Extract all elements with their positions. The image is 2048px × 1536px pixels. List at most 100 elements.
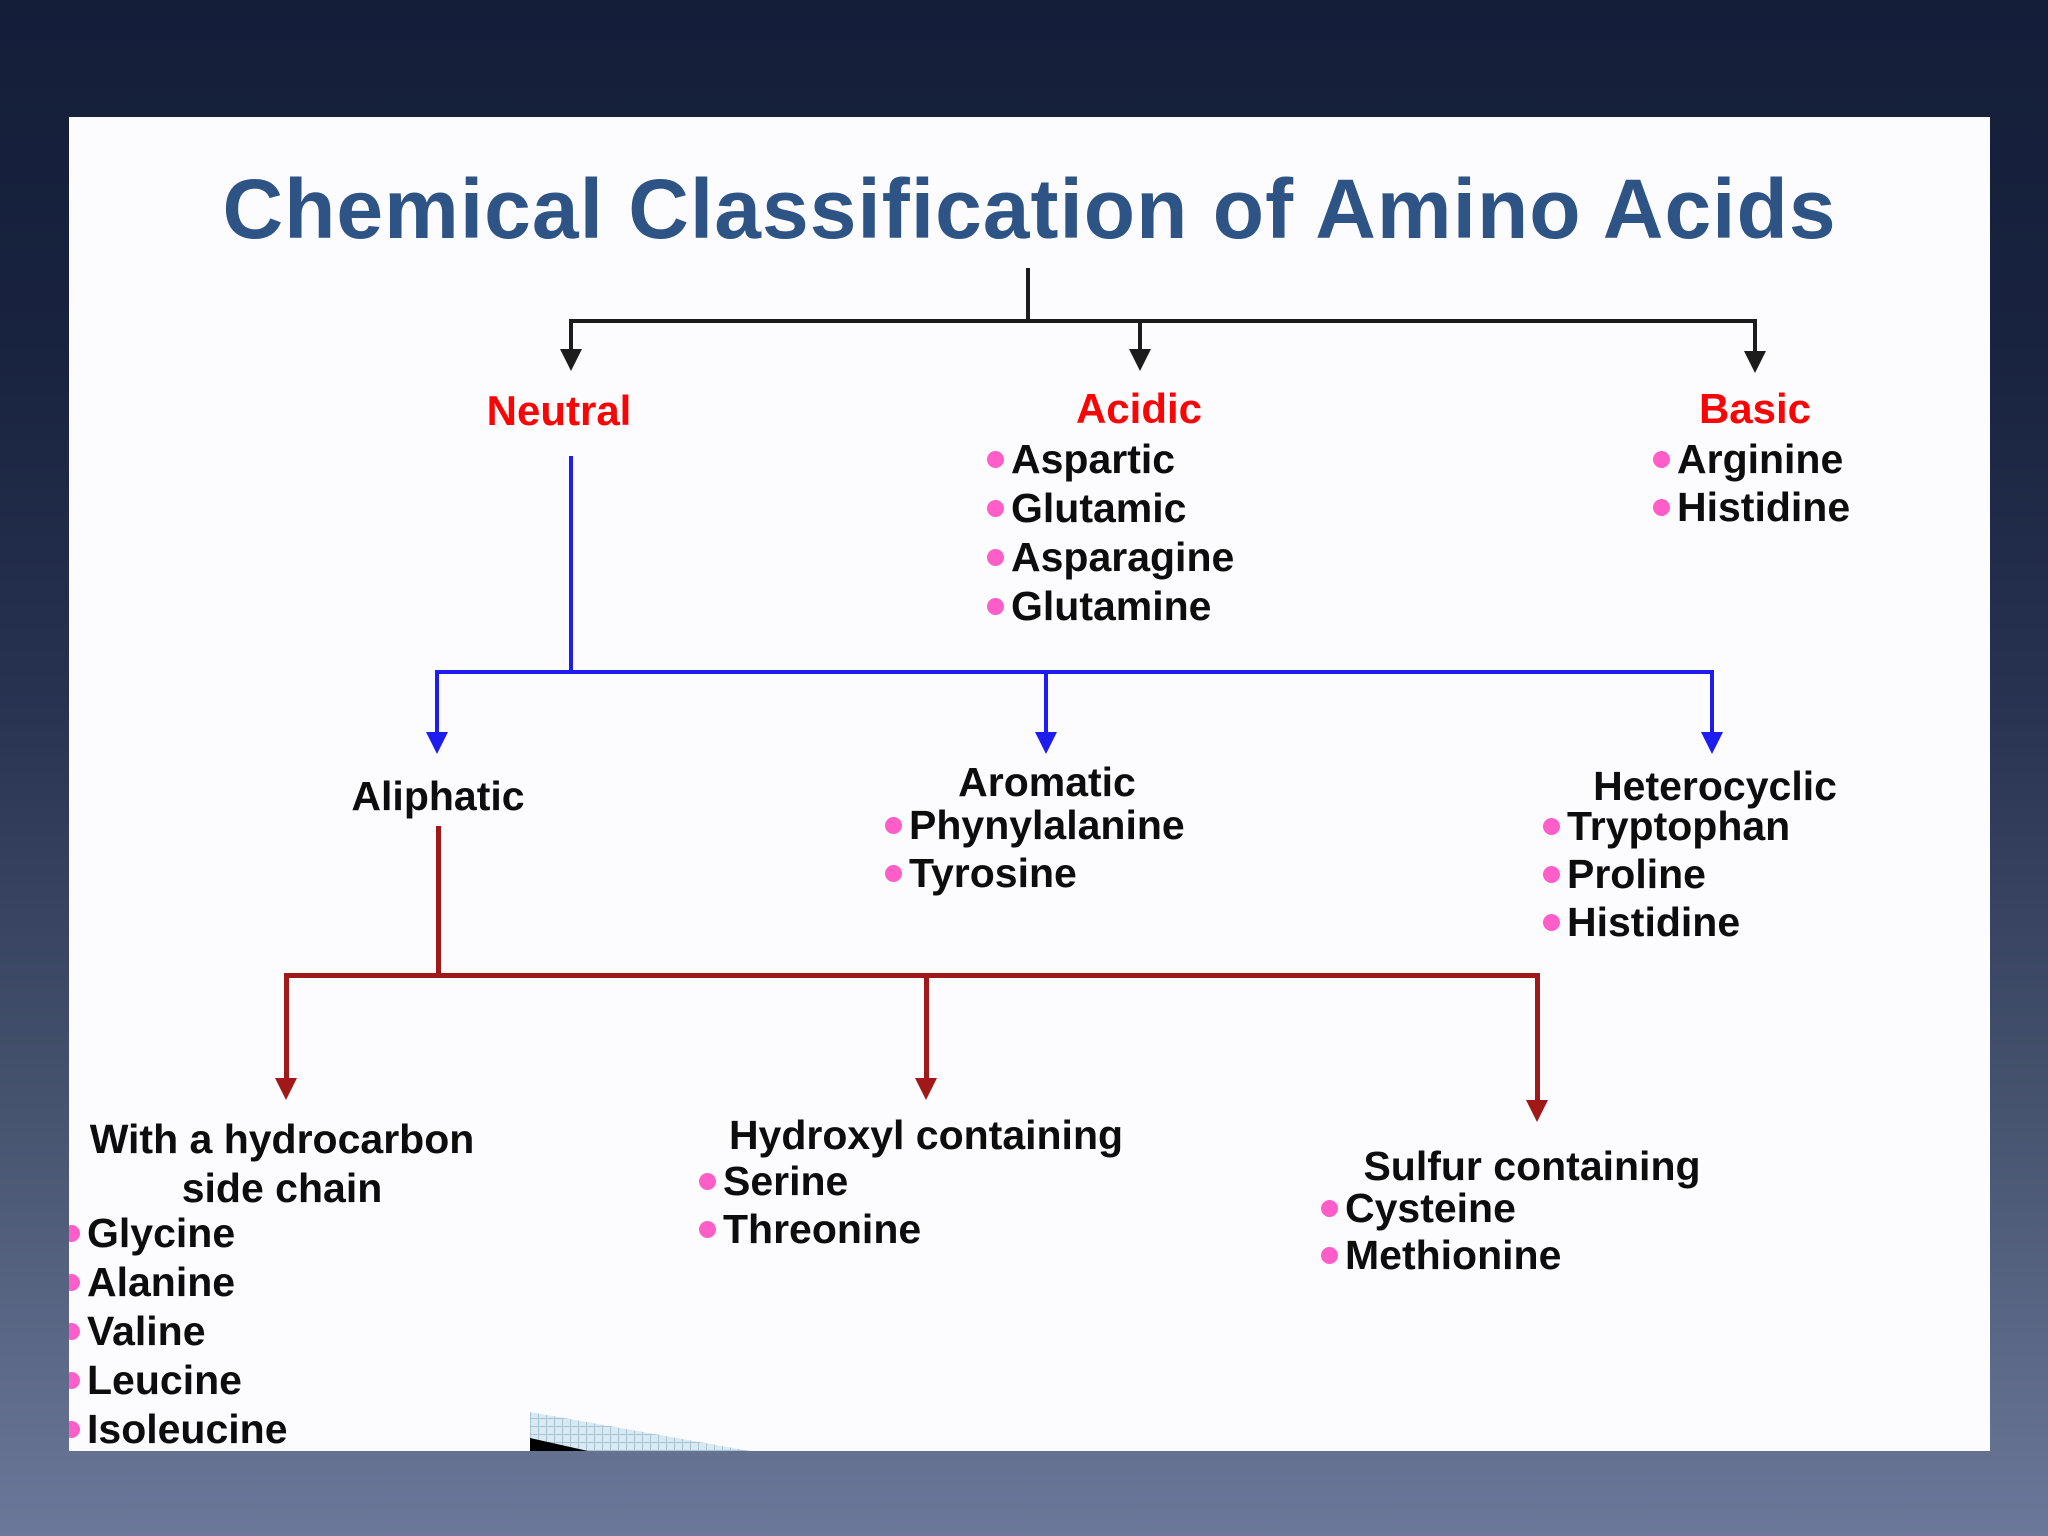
group-aromatic: Aromatic xyxy=(958,759,1136,805)
connector-drop-neutral xyxy=(569,319,573,351)
amino-acid-name: Cysteine xyxy=(1345,1185,1516,1231)
bullet-icon xyxy=(69,1421,80,1438)
connector-drop-hydroxyl xyxy=(924,973,929,1080)
amino-acid-name: Alanine xyxy=(87,1259,236,1305)
connector-drop-aliphatic xyxy=(435,670,439,734)
list-item: Tyrosine xyxy=(885,849,1185,897)
arrow-down-aliphatic-icon xyxy=(426,732,448,754)
amino-acid-name: Tyrosine xyxy=(909,849,1077,896)
list-item: Glutamic xyxy=(987,484,1234,533)
category-acidic: Acidic xyxy=(1075,385,1203,432)
bullet-icon xyxy=(69,1372,80,1389)
group-hydrocarbon-side-chain: With a hydrocarbon side chain xyxy=(89,1116,475,1211)
amino-acid-name: Asparagine xyxy=(1011,534,1235,580)
amino-acid-name: Histidine xyxy=(1567,898,1741,945)
bullet-icon xyxy=(1321,1200,1338,1217)
arrow-down-aromatic-icon xyxy=(1035,732,1057,754)
bullet-icon xyxy=(1543,865,1560,883)
group-hydroxyl-containing: Hydroxyl containing xyxy=(728,1112,1124,1158)
group-aliphatic: Aliphatic xyxy=(351,773,525,819)
list-item: Glutamine xyxy=(987,582,1234,631)
bullet-icon xyxy=(987,451,1004,468)
bullet-icon xyxy=(987,549,1004,566)
amino-acid-name: Histidine xyxy=(1677,483,1851,530)
bullet-icon xyxy=(1653,498,1670,516)
amino-acid-name: Serine xyxy=(723,1157,849,1204)
amino-acid-name: Glutamine xyxy=(1011,583,1212,629)
list-item: Aspartic xyxy=(987,435,1234,484)
group-heterocyclic: Heterocyclic xyxy=(1593,763,1837,809)
bullet-icon xyxy=(1543,817,1560,835)
category-basic: Basic xyxy=(1698,385,1812,432)
amino-acid-name: Valine xyxy=(87,1308,206,1354)
amino-acid-name: Arginine xyxy=(1677,435,1844,482)
connector-drop-acidic xyxy=(1138,319,1142,351)
connector-neutral-vertical xyxy=(569,456,573,672)
amino-acid-name: Proline xyxy=(1567,850,1706,897)
list-item: Tryptophan xyxy=(1543,802,1790,850)
bullet-icon xyxy=(69,1323,80,1340)
heterocyclic-items: Tryptophan Proline Histidine xyxy=(1543,802,1790,946)
arrow-down-neutral-icon xyxy=(560,349,582,371)
bullet-icon xyxy=(885,864,902,882)
list-item: Proline xyxy=(1543,850,1790,898)
amino-acid-name: Phynylalanine xyxy=(909,801,1185,848)
amino-acid-name: Glutamic xyxy=(1011,485,1187,531)
bullet-icon xyxy=(885,816,902,834)
bullet-icon xyxy=(987,598,1004,615)
slide: Chemical Classification of Amino Acids N… xyxy=(69,117,1990,1451)
connector-drop-heterocyclic xyxy=(1710,670,1714,734)
amino-acid-name: Leucine xyxy=(87,1357,242,1403)
list-item: Asparagine xyxy=(987,533,1234,582)
amino-acid-name: Methionine xyxy=(1345,1232,1562,1278)
arrow-down-acidic-icon xyxy=(1129,349,1151,371)
connector-level2-horizontal xyxy=(437,670,1714,674)
list-item: Alanine xyxy=(69,1258,288,1307)
category-neutral: Neutral xyxy=(486,387,632,434)
list-item: Isoleucine xyxy=(69,1405,288,1451)
list-item: Arginine xyxy=(1653,435,1850,483)
basic-items: Arginine Histidine xyxy=(1653,435,1850,531)
arrow-down-hydroxyl-icon xyxy=(915,1078,937,1100)
list-item: Serine xyxy=(699,1157,921,1205)
amino-acid-name: Aspartic xyxy=(1011,436,1176,482)
bullet-icon xyxy=(987,500,1004,517)
connector-level1-horizontal xyxy=(571,319,1757,323)
acidic-items: Aspartic Glutamic Asparagine Glutamine xyxy=(987,435,1234,631)
connector-drop-sulfur xyxy=(1535,973,1540,1102)
list-item: Phynylalanine xyxy=(885,801,1185,849)
list-item: Valine xyxy=(69,1307,288,1356)
group-sulfur-containing: Sulfur containing xyxy=(1363,1143,1701,1189)
hydrocarbon-items: Glycine Alanine Valine Leucine Isoleucin… xyxy=(69,1209,288,1451)
bullet-icon xyxy=(699,1220,716,1238)
bullet-icon xyxy=(1321,1247,1338,1264)
connector-level3-horizontal xyxy=(286,973,1539,978)
list-item: Methionine xyxy=(1321,1232,1561,1279)
sulfur-items: Cysteine Methionine xyxy=(1321,1185,1561,1279)
bullet-icon xyxy=(1653,450,1670,468)
amino-acid-name: Isoleucine xyxy=(87,1406,288,1451)
arrow-down-hydrocarbon-icon xyxy=(275,1078,297,1100)
list-item: Glycine xyxy=(69,1209,288,1258)
connector-drop-basic xyxy=(1753,319,1757,353)
clipped-grid-image-decoration xyxy=(530,1412,750,1451)
bullet-icon xyxy=(699,1172,716,1190)
bullet-icon xyxy=(69,1225,80,1242)
list-item: Cysteine xyxy=(1321,1185,1561,1232)
list-item: Histidine xyxy=(1653,483,1850,531)
list-item: Histidine xyxy=(1543,898,1790,946)
connector-drop-hydrocarbon xyxy=(284,973,289,1080)
connector-aliphatic-vertical xyxy=(436,826,441,975)
connector-trunk xyxy=(1026,268,1030,321)
aromatic-items: Phynylalanine Tyrosine xyxy=(885,801,1185,897)
arrow-down-sulfur-icon xyxy=(1526,1100,1548,1122)
amino-acid-name: Glycine xyxy=(87,1210,236,1256)
arrow-down-heterocyclic-icon xyxy=(1701,732,1723,754)
connector-drop-aromatic xyxy=(1044,670,1048,734)
list-item: Threonine xyxy=(699,1205,921,1253)
amino-acid-name: Threonine xyxy=(723,1205,922,1252)
list-item: Leucine xyxy=(69,1356,288,1405)
bullet-icon xyxy=(69,1274,80,1291)
hydroxyl-items: Serine Threonine xyxy=(699,1157,921,1253)
